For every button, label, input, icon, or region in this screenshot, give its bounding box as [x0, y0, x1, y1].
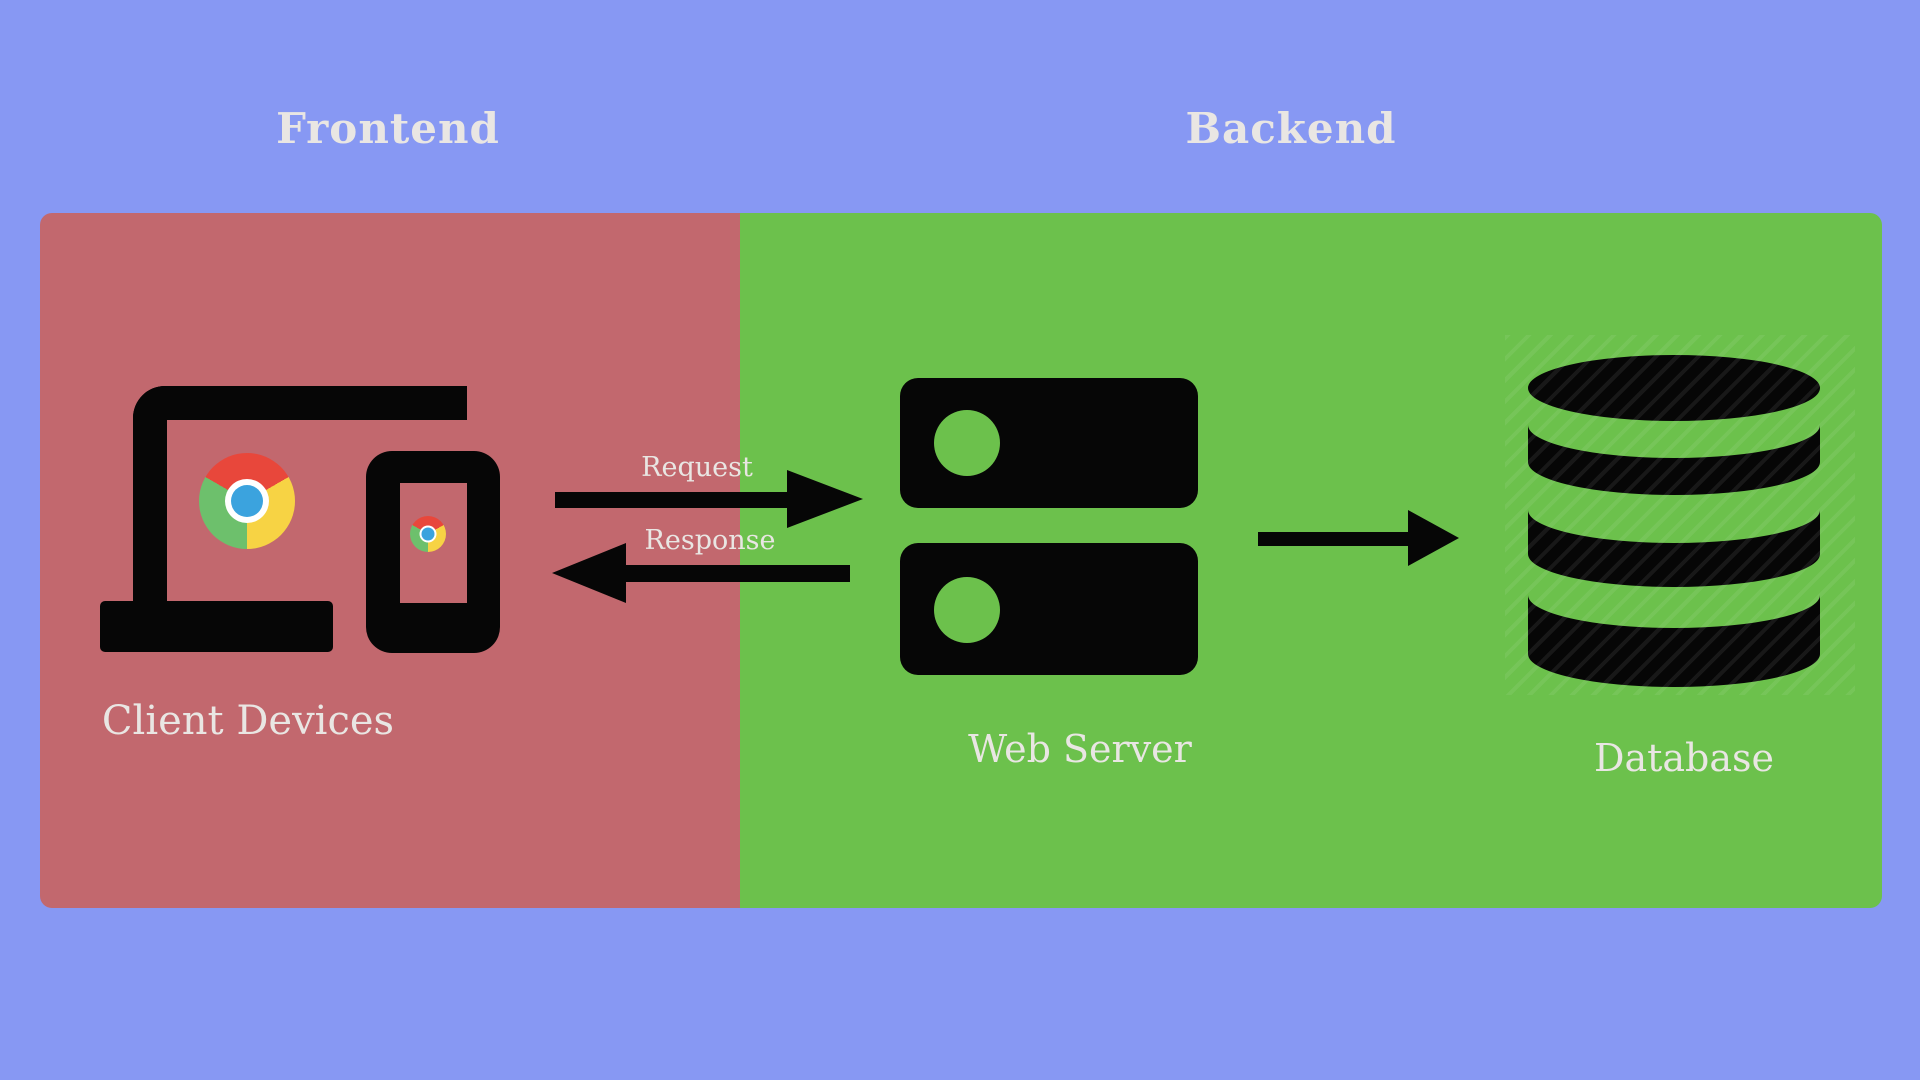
frontend-section-title: Frontend [276, 104, 500, 153]
chrome-logo-hub [231, 485, 263, 517]
request-arrow-icon [555, 470, 863, 528]
smartphone-icon [366, 451, 500, 653]
request-label: Request [641, 452, 753, 483]
database-cylinder-icon [1528, 355, 1820, 687]
response-arrow-icon [552, 543, 852, 603]
database-label: Database [1593, 736, 1775, 780]
laptop-base-icon [100, 601, 333, 652]
server-drive-light [934, 410, 1000, 476]
db-arrow-shaft [1258, 532, 1412, 546]
request-arrow-head [787, 470, 863, 528]
web-server-label: Web Server [968, 727, 1192, 771]
response-label: Response [644, 525, 776, 556]
chrome-logo-hub [421, 527, 435, 541]
client-devices-label: Client Devices [101, 698, 395, 744]
server-drive-light [934, 577, 1000, 643]
database-icon [1505, 335, 1855, 695]
response-arrow-head [552, 543, 626, 603]
server-icon [900, 378, 1198, 508]
server-icon [900, 543, 1198, 675]
server-to-database-arrow-icon [1258, 509, 1459, 567]
chrome-logo-icon [199, 453, 295, 549]
laptop-icon [133, 386, 467, 601]
request-arrow-shaft [555, 492, 795, 508]
backend-section-title: Backend [1185, 104, 1397, 153]
chrome-logo-small-icon [410, 516, 446, 552]
response-arrow-shaft [616, 565, 850, 582]
db-arrow-head [1408, 510, 1459, 566]
